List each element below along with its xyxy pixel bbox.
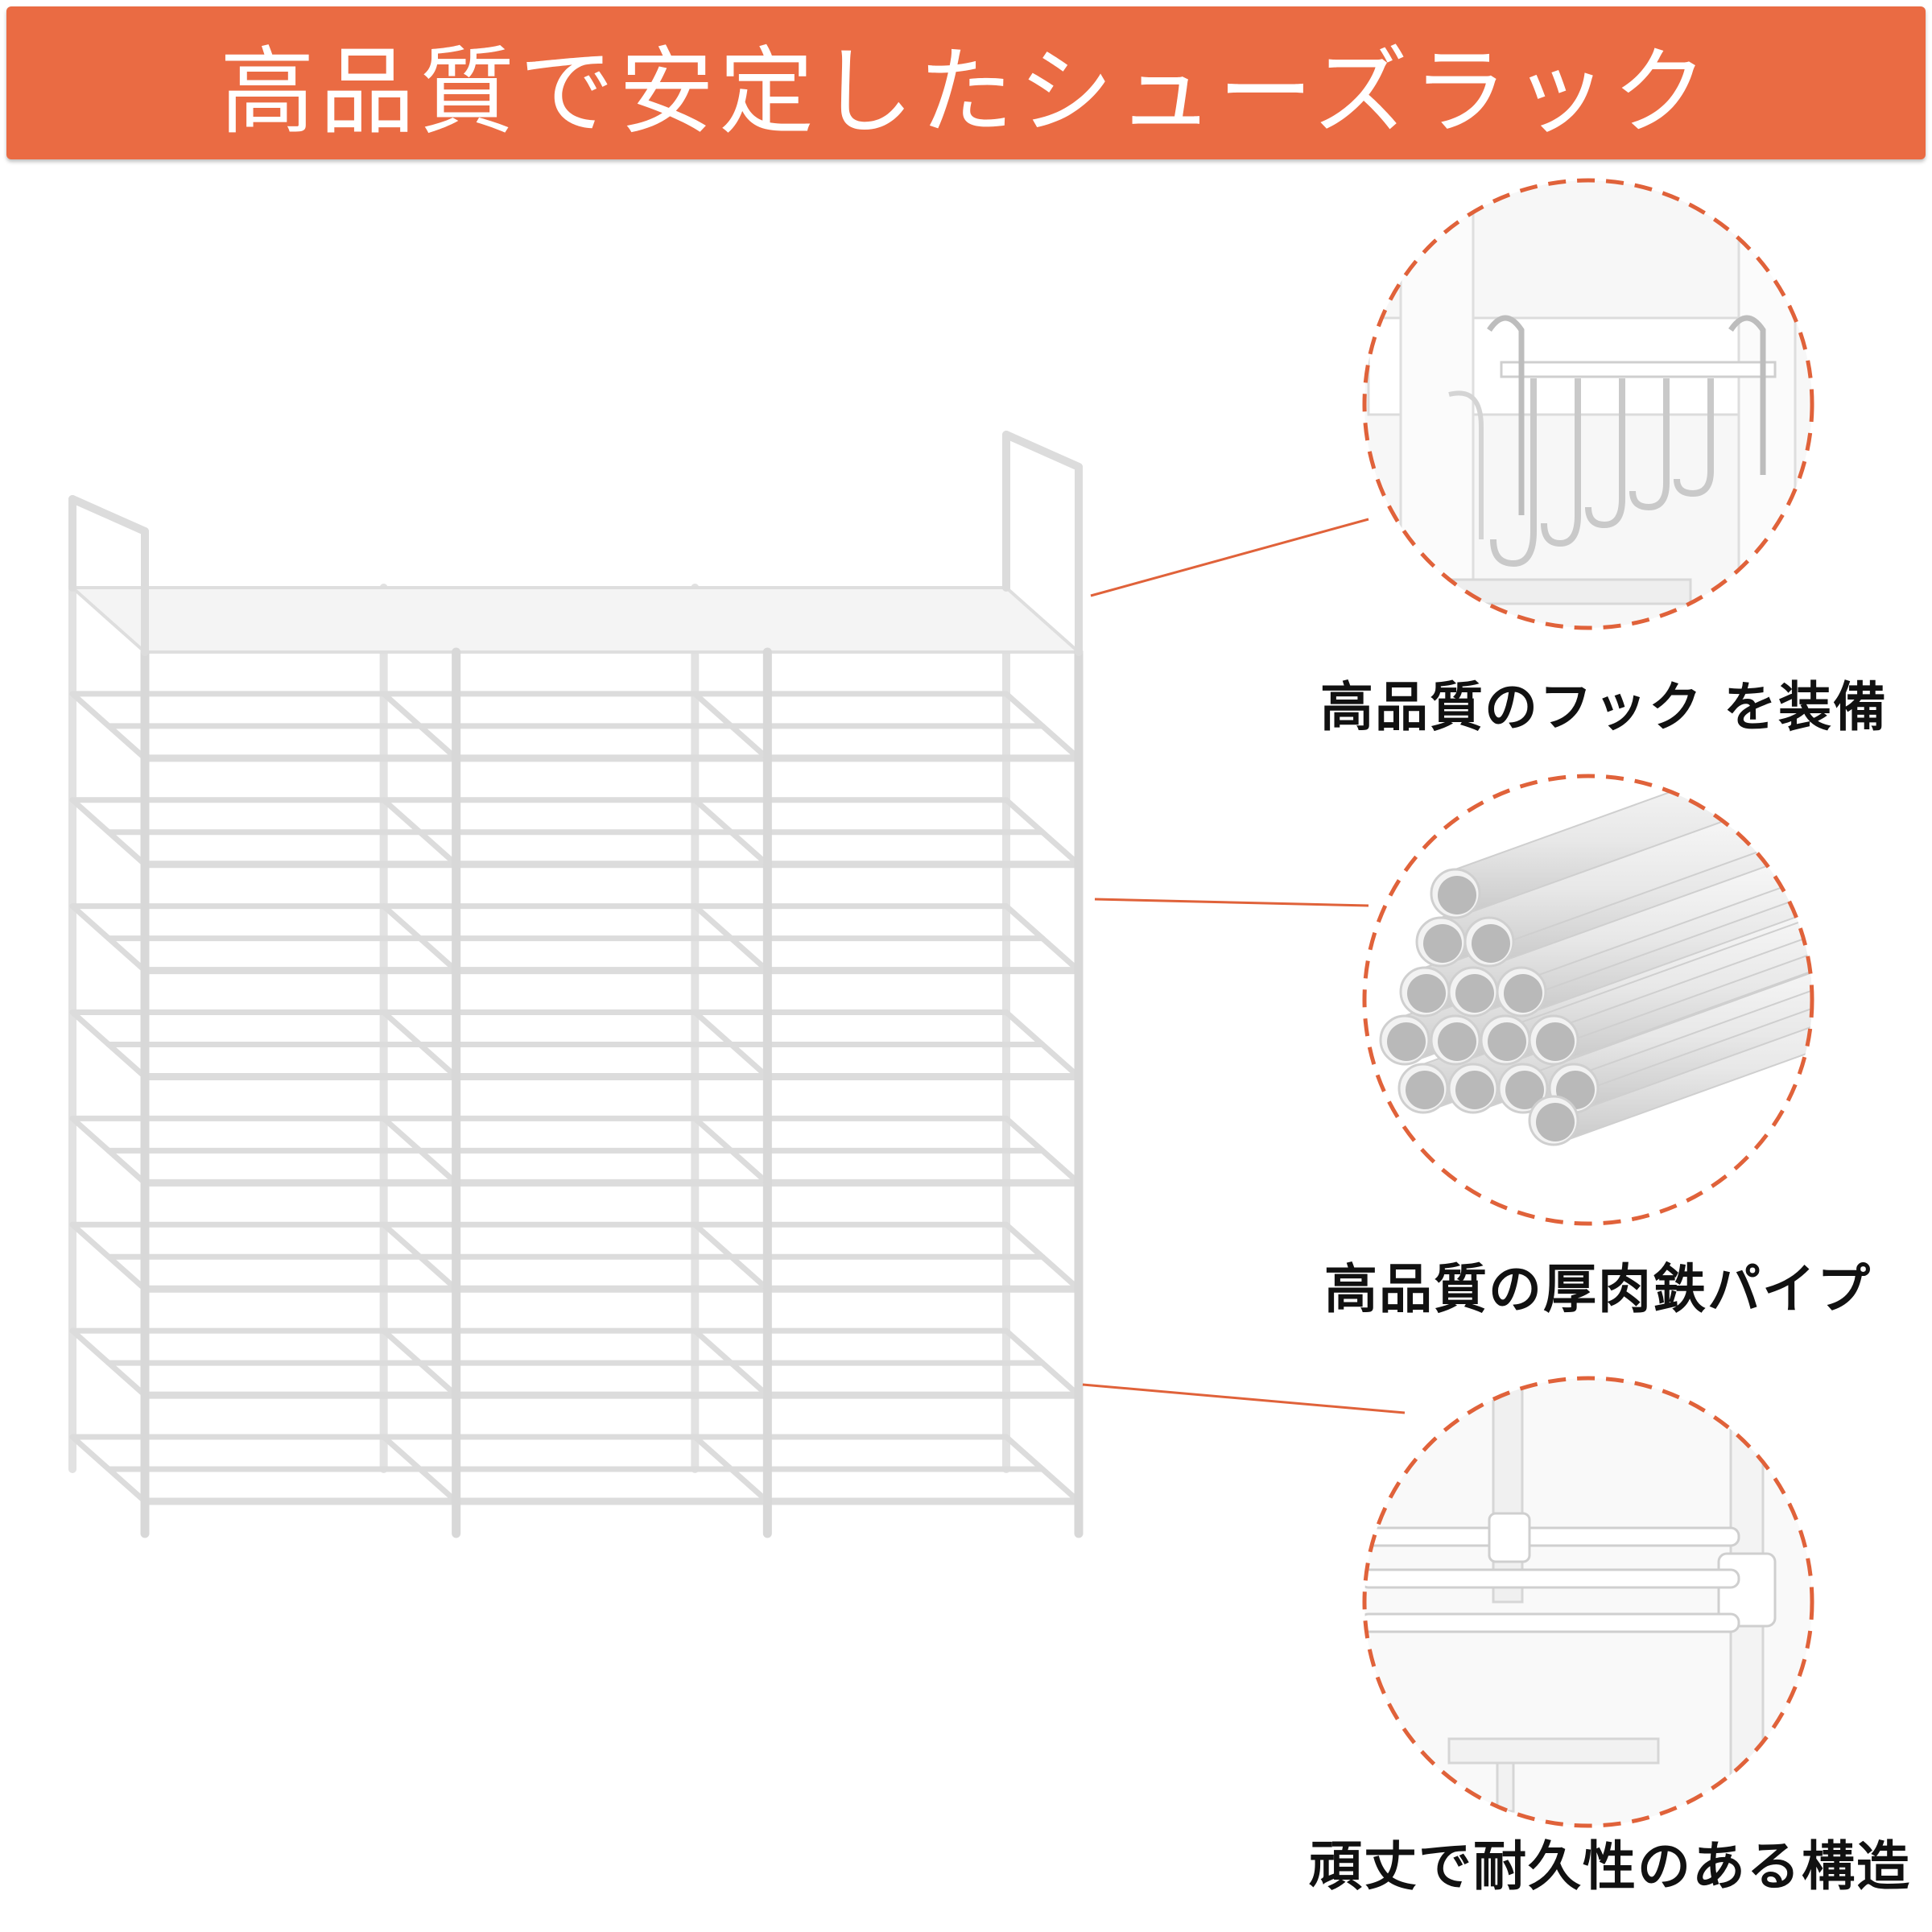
connector-line-hook: [1090, 518, 1369, 597]
pipe-bundle-closeup-icon: [1362, 774, 1814, 1226]
caption-structure: 頑丈で耐久性のある構造: [1309, 1835, 1911, 1897]
title-banner: 高品質で安定したシューズラック: [6, 6, 1926, 159]
hook-closeup-icon: [1362, 178, 1814, 630]
caption-pipes: 高品質の厚肉鉄パイプ: [1324, 1258, 1872, 1320]
caption-hooks: 高品質のフック を装備: [1320, 676, 1888, 738]
joint-closeup-icon: [1362, 1376, 1814, 1828]
shoe-rack-icon: [68, 431, 1084, 1538]
connector-line-pipe: [1094, 898, 1369, 907]
banner-title: 高品質で安定したシューズラック: [219, 35, 1713, 147]
connector-line-structure: [1082, 1383, 1406, 1414]
